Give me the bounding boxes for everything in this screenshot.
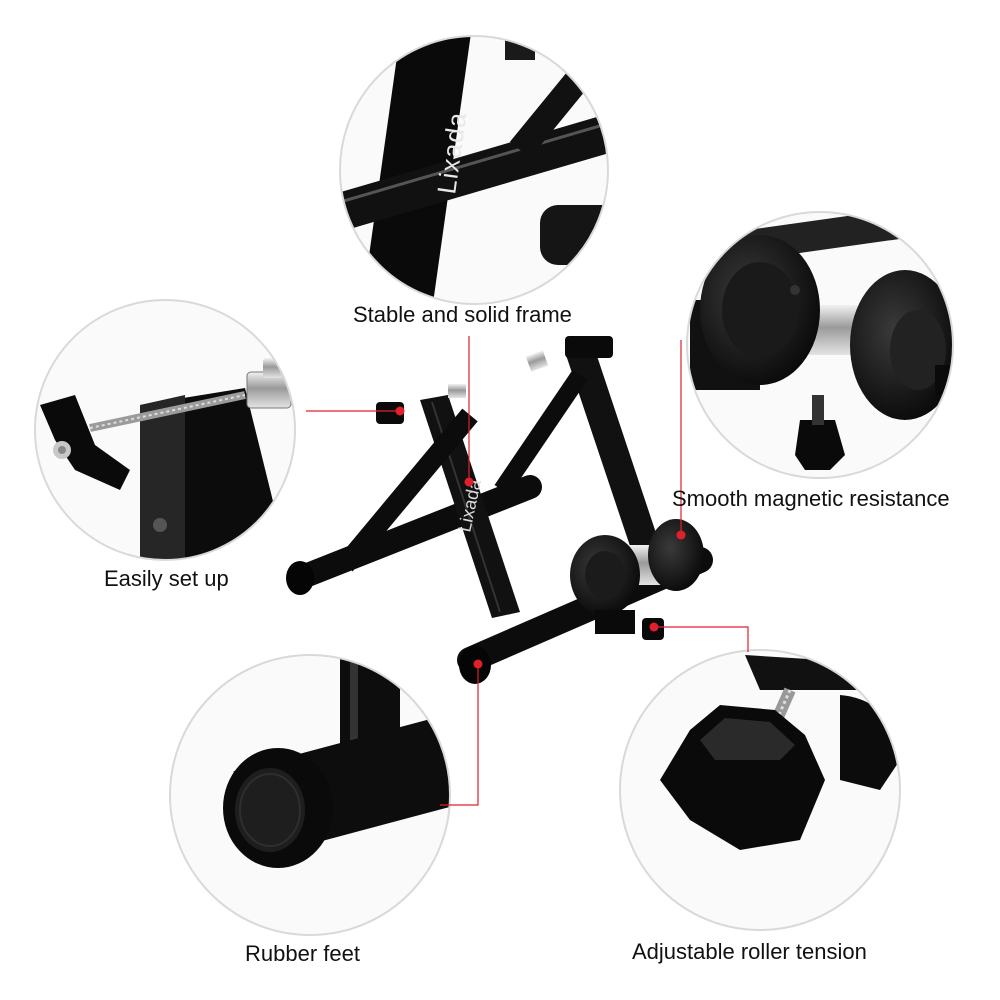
caption-rubber-feet: Rubber feet [245,941,360,966]
setup-detail-circle [34,299,296,561]
marker-frame [464,477,474,487]
caption-easily-set-up: Easily set up [104,566,229,591]
tension-detail-circle [619,649,901,931]
callout-markers [395,406,686,669]
feet-detail-circle [169,654,451,936]
bike-trainer-stand: Lixada [286,336,713,684]
leader-line-tension [654,626,749,652]
caption-stable-frame: Stable and solid frame [353,302,572,327]
marker-setup [395,406,405,416]
leader-line-feet [440,664,479,806]
marker-feet [473,659,483,669]
leader-lines [306,336,749,806]
caption-magnetic-resistance: Smooth magnetic resistance [672,486,950,511]
magnet-detail-circle [686,211,954,479]
caption-roller-tension: Adjustable roller tension [632,939,867,964]
marker-magnet [676,530,686,540]
marker-tension [649,622,659,632]
